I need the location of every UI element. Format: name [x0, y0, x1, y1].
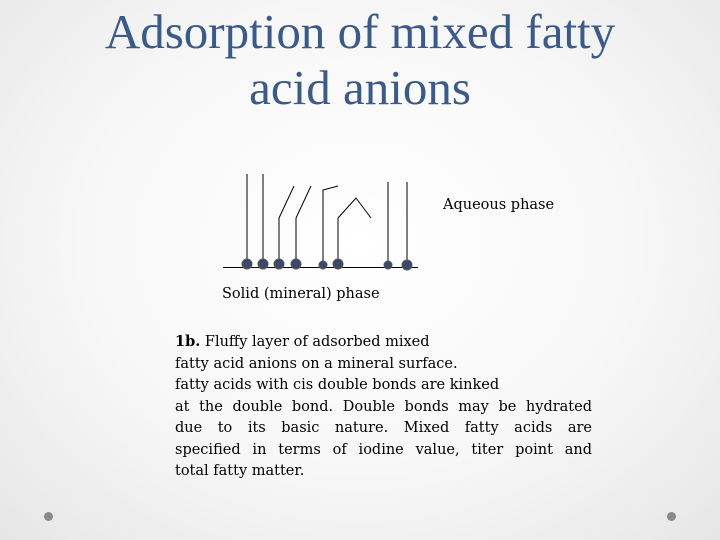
caption-line-3: fatty acids with cis double bonds are ki…: [175, 377, 500, 393]
slide-title-line-1: Adsorption of mixed fatty: [104, 4, 616, 59]
caption-line-1-text: Fluffy layer of adsorbed mixed: [200, 334, 430, 350]
anion-head-4: [290, 258, 302, 270]
anion-head-7: [383, 260, 393, 270]
anion-head-6: [332, 258, 344, 270]
solid-phase-label: Solid (mineral) phase: [222, 286, 380, 302]
anion-head-5: [318, 260, 328, 270]
caption-line-2: fatty acid anions on a mineral surface.: [175, 355, 458, 372]
figure-caption: 1b. Fluffy layer of adsorbed mixed fatty…: [175, 331, 592, 483]
bent-tail: [337, 197, 372, 263]
anion-head-3: [273, 258, 285, 270]
bullet-dot-icon: [667, 512, 676, 521]
bullet-dot-icon: [44, 512, 53, 521]
anion-head-2: [257, 258, 269, 270]
kinked-tail-1: [278, 185, 295, 263]
slide-title-line-2: acid anions: [249, 60, 471, 115]
hooked-tail: [322, 185, 339, 263]
slide-title: Adsorption of mixed fatty acid anions: [0, 4, 720, 116]
anion-head-1: [241, 258, 253, 270]
caption-line-1: 1b. Fluffy layer of adsorbed mixed: [175, 331, 592, 354]
caption-line-6: specified in terms of iodine value, tite…: [175, 441, 592, 458]
kinked-tail-2: [295, 185, 312, 263]
aqueous-phase-label: Aqueous phase: [443, 197, 555, 213]
caption-figure-number: 1b.: [175, 333, 201, 350]
caption-line-5: due to its basic nature. Mixed fatty aci…: [175, 420, 592, 436]
anion-head-8: [401, 259, 413, 271]
caption-line-4: at the double bond. Double bonds may be …: [175, 398, 592, 415]
caption-line-7: total fatty matter.: [175, 463, 305, 479]
